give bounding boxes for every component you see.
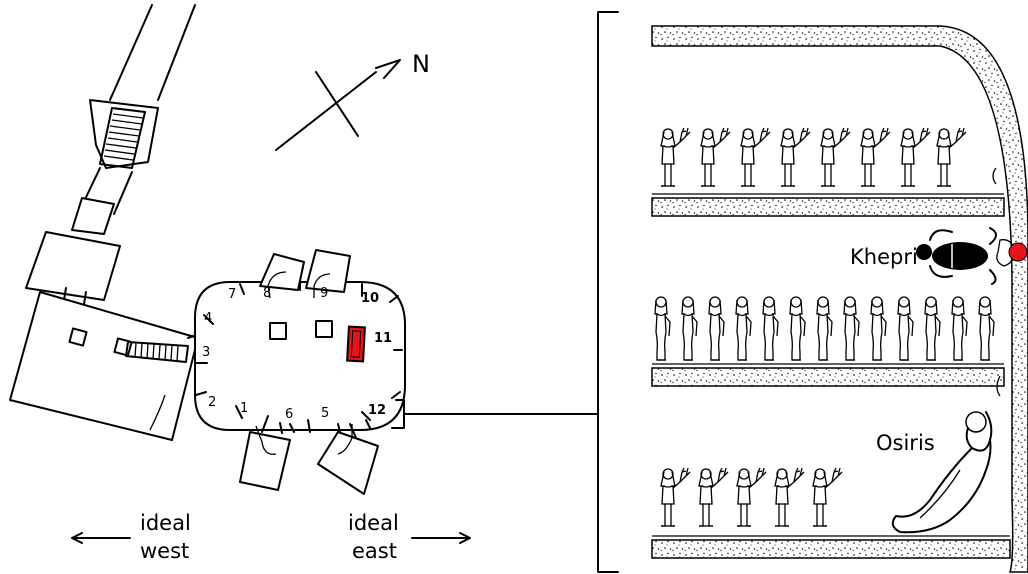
wall-number-1: 1 <box>240 401 248 416</box>
band-1 <box>651 197 1005 217</box>
wall-number-2: 2 <box>208 395 216 410</box>
wall-number-11: 11 <box>374 331 392 346</box>
compass: N <box>275 50 430 151</box>
detail-bracket <box>597 11 619 573</box>
register-2-figures <box>654 296 995 361</box>
band-3 <box>651 539 1011 559</box>
wall-number-8: 8 <box>263 286 271 301</box>
burial-chamber <box>194 281 406 431</box>
tomb-plan: 1 2 3 4 5 6 7 8 9 10 11 12 <box>9 4 599 495</box>
stairs-upper <box>99 107 146 169</box>
east-label-line1: ideal <box>348 511 399 535</box>
khepri-scarab <box>916 227 1015 285</box>
arrow-right-icon <box>411 532 471 544</box>
direction-west: ideal west <box>71 511 191 563</box>
stairs-lower <box>125 341 189 363</box>
wall-number-6: 6 <box>285 407 293 422</box>
register-3-figures <box>660 467 843 527</box>
wall-border <box>651 25 1028 573</box>
pillar-2 <box>315 320 333 338</box>
wall-number-4: 4 <box>204 311 212 326</box>
arrow-left-icon <box>71 532 131 544</box>
west-label-line2: west <box>140 539 189 563</box>
west-label-line1: ideal <box>140 511 191 535</box>
band-2 <box>651 367 1005 387</box>
east-label-line2: east <box>352 539 397 563</box>
wall-number-10: 10 <box>361 291 379 306</box>
wall-number-9: 9 <box>320 286 328 301</box>
wall-number-5: 5 <box>321 406 329 421</box>
highlight-marker <box>1008 242 1028 262</box>
wall-number-3: 3 <box>202 345 210 360</box>
direction-east: ideal east <box>348 511 471 563</box>
osiris-label: Osiris <box>876 431 935 455</box>
wall-number-12: 12 <box>368 403 386 418</box>
khepri-label: Khepri <box>850 245 918 269</box>
osiris-figure <box>891 411 993 534</box>
sarcophagus <box>346 325 366 363</box>
register-1-figures <box>660 127 967 187</box>
wall-detail: Khepri Osiris <box>597 11 1028 573</box>
wall-number-7: 7 <box>228 287 236 302</box>
north-label: N <box>412 50 430 78</box>
pillar-1 <box>269 322 287 340</box>
